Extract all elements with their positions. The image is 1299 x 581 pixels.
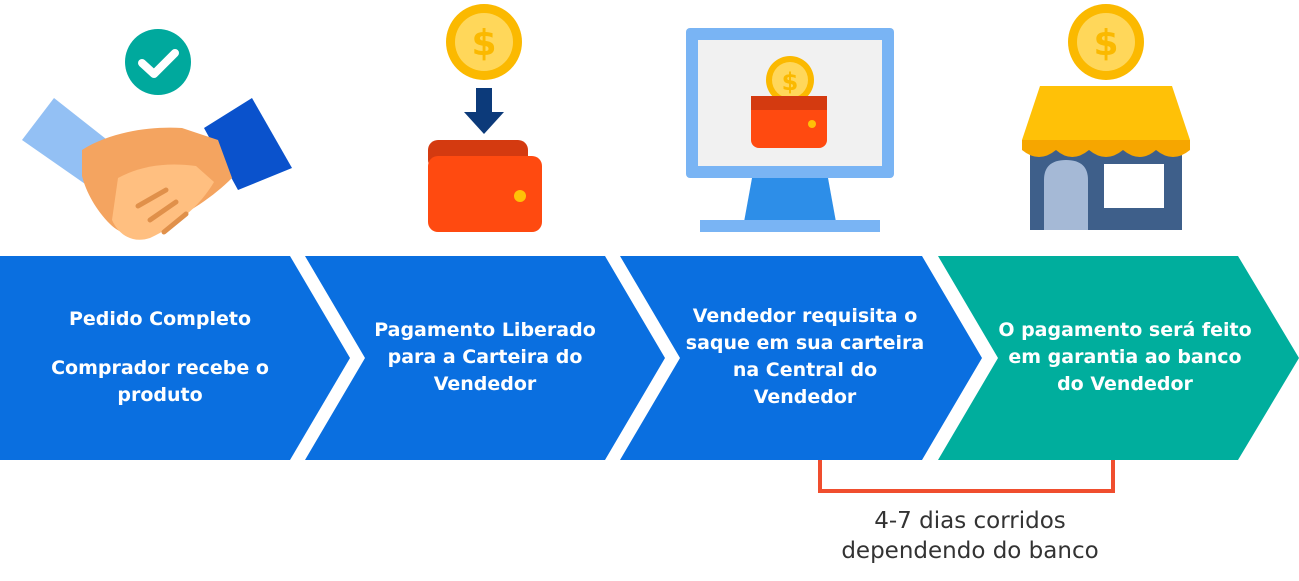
monitor-icon: $ bbox=[686, 28, 894, 232]
step-1-chevron bbox=[0, 256, 350, 460]
step-1-title: Pedido Completo bbox=[68, 307, 252, 330]
svg-text:$: $ bbox=[471, 23, 496, 64]
timing-note-line1: 4-7 dias corridos bbox=[874, 508, 1066, 534]
step-2-title: Pagamento Liberado para a Carteira do Ve… bbox=[374, 318, 596, 395]
timing-bracket bbox=[818, 460, 1115, 493]
svg-text:$: $ bbox=[1093, 23, 1118, 64]
timing-note-line2: dependendo do banco bbox=[841, 538, 1099, 564]
step-3-title: Vendedor requisita o saque em sua cartei… bbox=[685, 305, 925, 408]
step-3-text: Vendedor requisita o saque em sua cartei… bbox=[680, 262, 930, 452]
step-1-text: Pedido Completo Comprador recebe o produ… bbox=[30, 262, 290, 452]
coin-icon: $ bbox=[446, 4, 522, 80]
step-1-subtitle: Comprador recebe o produto bbox=[51, 356, 269, 406]
store-icon: $ bbox=[1022, 4, 1190, 230]
handshake-icon bbox=[22, 98, 292, 240]
step-2-text: Pagamento Liberado para a Carteira do Ve… bbox=[360, 262, 610, 452]
check-icon bbox=[125, 29, 191, 95]
step-4-chevron bbox=[938, 256, 1299, 460]
step-2-chevron bbox=[305, 256, 665, 460]
step-1-gap bbox=[30, 333, 290, 355]
step-4-text: O pagamento será feito em garantia ao ba… bbox=[995, 262, 1255, 452]
svg-text:$: $ bbox=[782, 68, 799, 96]
step-4-title: O pagamento será feito em garantia ao ba… bbox=[998, 318, 1252, 395]
timing-note: 4-7 dias corridos dependendo do banco bbox=[790, 506, 1150, 566]
down-arrow-icon bbox=[464, 88, 504, 134]
step-3-chevron bbox=[620, 256, 982, 460]
wallet-icon bbox=[428, 140, 542, 232]
